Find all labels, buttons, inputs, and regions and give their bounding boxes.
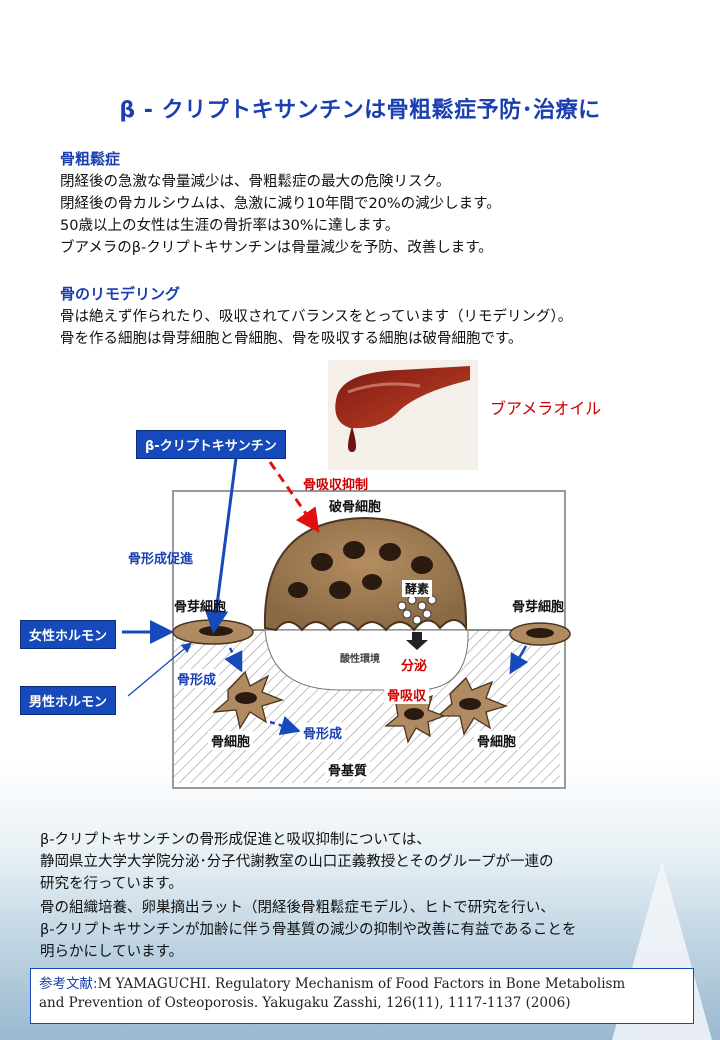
reference-text-2: and Prevention of Osteoporosis. Yakugaku… bbox=[39, 995, 571, 1011]
bottom-line-5: β-クリプトキサンチンが加齢に伴う骨基質の減少の抑制や改善に有益であることを bbox=[40, 922, 577, 938]
reference-text-1: M YAMAGUCHI. Regulatory Mechanism of Foo… bbox=[97, 976, 626, 992]
section1-line-3: 50歳以上の女性は生涯の骨折率は30%に達します。 bbox=[60, 218, 400, 234]
acid-environment-label: 酸性環境 bbox=[340, 654, 380, 665]
promotion-arrow bbox=[204, 457, 238, 634]
bottom-line-2: 静岡県立大学大学院分泌･分子代謝教室の山口正義教授とそのグループが一連の bbox=[40, 854, 554, 870]
reference-heading: 参考文献: bbox=[39, 976, 98, 992]
bottom-line-6: 明らかにしています。 bbox=[40, 944, 184, 960]
section-remodeling-heading: 骨のリモデリング bbox=[60, 285, 181, 303]
bottom-line-1: β-クリプトキサンチンの骨形成促進と吸収抑制については、 bbox=[40, 832, 431, 848]
formation-arrow-right bbox=[509, 645, 529, 675]
reference-line-1: 参考文献:M YAMAGUCHI. Regulatory Mechanism o… bbox=[39, 975, 685, 994]
formation-label-1: 骨形成 bbox=[174, 669, 220, 688]
male-hormone-arrow bbox=[127, 642, 192, 697]
formation-arrow-2 bbox=[269, 716, 301, 736]
bottom-line-4: 骨の組織培養、卵巣摘出ラット（閉経後骨粗鬆症モデル）、ヒトで研究を行い、 bbox=[40, 900, 555, 916]
osteoblast-right-label: 骨芽細胞 bbox=[512, 600, 565, 615]
osteoblast-right-cell bbox=[509, 622, 571, 646]
section-osteoporosis-heading: 骨粗鬆症 bbox=[60, 150, 121, 168]
bottom-line-3: 研究を行っています。 bbox=[40, 876, 183, 892]
reference-box: 参考文献:M YAMAGUCHI. Regulatory Mechanism o… bbox=[30, 968, 694, 1024]
promotion-label: 骨形成促進 bbox=[128, 552, 194, 567]
formation-label-2: 骨形成 bbox=[300, 723, 346, 742]
section2-line-2: 骨を作る細胞は骨芽細胞と骨細胞、骨を吸収する細胞は破骨細胞です。 bbox=[60, 331, 523, 347]
beta-cryptoxanthin-box: β-クリプトキサンチン bbox=[136, 430, 286, 459]
female-hormone-box: 女性ホルモン bbox=[20, 620, 117, 649]
section2-line-1: 骨は絶えず作られたり、吸収されてバランスをとっています（リモデリング）。 bbox=[60, 309, 573, 325]
oil-spoon-image bbox=[328, 360, 478, 470]
suppression-label: 骨吸収抑制 bbox=[303, 478, 369, 493]
oil-label: ブアメラオイル bbox=[490, 399, 602, 418]
formation-arrow-1 bbox=[224, 647, 243, 673]
resorption-label: 骨吸収 bbox=[384, 685, 430, 704]
osteocyte-left-cell bbox=[212, 670, 284, 730]
enzyme-label: 酵素 bbox=[402, 580, 433, 597]
male-hormone-box: 男性ホルモン bbox=[20, 686, 117, 715]
osteoclast-label: 破骨細胞 bbox=[326, 496, 385, 515]
suppression-arrow bbox=[268, 461, 320, 533]
section1-line-1: 閉経後の急激な骨量減少は、骨粗鬆症の最大の危険リスク。 bbox=[60, 174, 451, 190]
osteocyte-left-label: 骨細胞 bbox=[208, 731, 254, 750]
secretion-label: 分泌 bbox=[398, 655, 431, 674]
section1-line-4: ブアメラのβ-クリプトキサンチンは骨量減少を予防、改善します。 bbox=[60, 240, 493, 256]
osteoclast-cell bbox=[263, 516, 468, 650]
osteoblast-left-label: 骨芽細胞 bbox=[174, 600, 227, 615]
bone-matrix-label: 骨基質 bbox=[325, 760, 371, 779]
osteoblast-left-cell bbox=[172, 619, 254, 645]
osteocyte-right-label: 骨細胞 bbox=[474, 731, 520, 750]
section1-line-2: 閉経後の骨カルシウムは、急激に減り10年間で20%の減少します。 bbox=[60, 196, 501, 212]
page-title: β - クリプトキサンチンは骨粗鬆症予防･治療に bbox=[119, 98, 601, 123]
